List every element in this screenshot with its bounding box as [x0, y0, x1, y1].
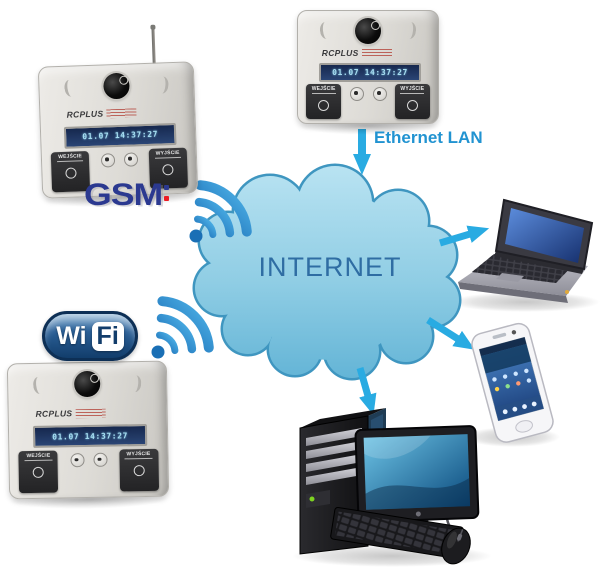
brand-fineprint: [361, 49, 392, 59]
camera-lens: [73, 370, 101, 398]
smartphone: [471, 322, 554, 443]
laptop: [458, 198, 594, 303]
function-button-right[interactable]: [92, 452, 108, 468]
exit-key-label: WYJŚCIE: [155, 149, 180, 157]
lcd-display: 01.07 14:37:27: [63, 122, 177, 149]
exit-key-label: WYJŚCIE: [400, 85, 425, 92]
gsm-signal-icon: [189, 180, 252, 243]
brand-label: RCPLUS: [321, 48, 359, 59]
speaker-slot-right: [402, 21, 417, 40]
key-ring-icon: [162, 163, 174, 175]
brand-fineprint: [75, 408, 106, 418]
power-led: [309, 496, 315, 502]
desktop-mouse: [441, 527, 471, 565]
internet-label: INTERNET: [258, 252, 402, 282]
desktop-computer: [299, 408, 480, 565]
gsm-logo-dots: [164, 185, 170, 201]
ethernet-lan-label: Ethernet LAN: [374, 128, 483, 147]
brand-label: RCPLUS: [66, 108, 104, 120]
arrow-cloud-to-desktop: [356, 367, 377, 416]
function-button-right[interactable]: [123, 151, 138, 167]
desktop-monitor: [354, 425, 480, 544]
exit-key-label: WYJŚCIE: [126, 451, 151, 458]
lcd-display: 01.07 14:37:27: [319, 62, 421, 83]
smartphone-speaker: [492, 332, 507, 340]
function-button-left[interactable]: [349, 86, 364, 101]
key-ring-icon: [33, 466, 45, 479]
wifi-recorder-device: RCPLUS 01.07 14:37:27 WEJŚCIE WYJŚCIE: [6, 360, 170, 511]
gsm-logo-text: GSM: [84, 177, 163, 213]
camera-lens: [355, 17, 381, 44]
wifi-logo-fi-badge: Fi: [91, 321, 124, 351]
entry-key-label: WEJŚCIE: [26, 452, 51, 460]
exit-key-slot[interactable]: WYJŚCIE: [118, 448, 159, 492]
smartphone-camera: [511, 330, 517, 335]
speaker-slot-right: [128, 375, 142, 394]
wifi-signal-icon: [151, 296, 214, 359]
function-button-right[interactable]: [372, 86, 387, 101]
arrow-cloud-to-phone: [426, 317, 475, 350]
speaker-slot-left: [319, 21, 334, 40]
arrow-cloud-to-laptop: [438, 225, 490, 247]
entry-key-slot[interactable]: WEJŚCIE: [306, 83, 341, 119]
brand-label: RCPLUS: [35, 407, 73, 419]
gsm-logo: GSM: [84, 177, 170, 213]
speaker-slot-left: [63, 78, 78, 98]
device-body: RCPLUS 01.07 14:37:27 WEJŚCIE WYJŚCIE: [6, 360, 170, 500]
laptop-screen: [505, 208, 584, 263]
key-ring-icon: [406, 99, 418, 111]
key-ring-icon: [133, 465, 145, 477]
monitor-screen: [363, 434, 471, 510]
smartphone-home-button: [515, 420, 533, 433]
entry-key-slot[interactable]: WEJŚCIE: [18, 450, 59, 493]
speaker-slot-right: [156, 76, 170, 94]
key-ring-icon: [64, 166, 77, 179]
wifi-logo-wi-text: Wi: [56, 321, 87, 350]
entry-key-label: WEJŚCIE: [311, 85, 336, 92]
ethernet-recorder-device: RCPLUS 01.07 14:37:27 WEJŚCIE WYJŚCIE: [297, 10, 439, 135]
laptop-touchpad: [496, 273, 524, 282]
wifi-logo-fi-text: Fi: [96, 321, 119, 350]
entry-key-label: WEJŚCIE: [58, 152, 83, 160]
function-button-left[interactable]: [100, 152, 115, 168]
camera-lens: [103, 72, 130, 100]
device-body: RCPLUS 01.07 14:37:27 WEJŚCIE WYJŚCIE: [297, 10, 439, 124]
lcd-display: 01.07 14:37:27: [32, 423, 148, 449]
brand-fineprint: [106, 108, 137, 119]
wifi-logo: Wi Fi: [42, 311, 138, 361]
speaker-slot-left: [32, 376, 47, 395]
exit-key-slot[interactable]: WYJŚCIE: [395, 83, 430, 119]
function-button-left[interactable]: [69, 453, 85, 468]
key-ring-icon: [318, 99, 330, 111]
internet-cloud: [192, 163, 462, 381]
